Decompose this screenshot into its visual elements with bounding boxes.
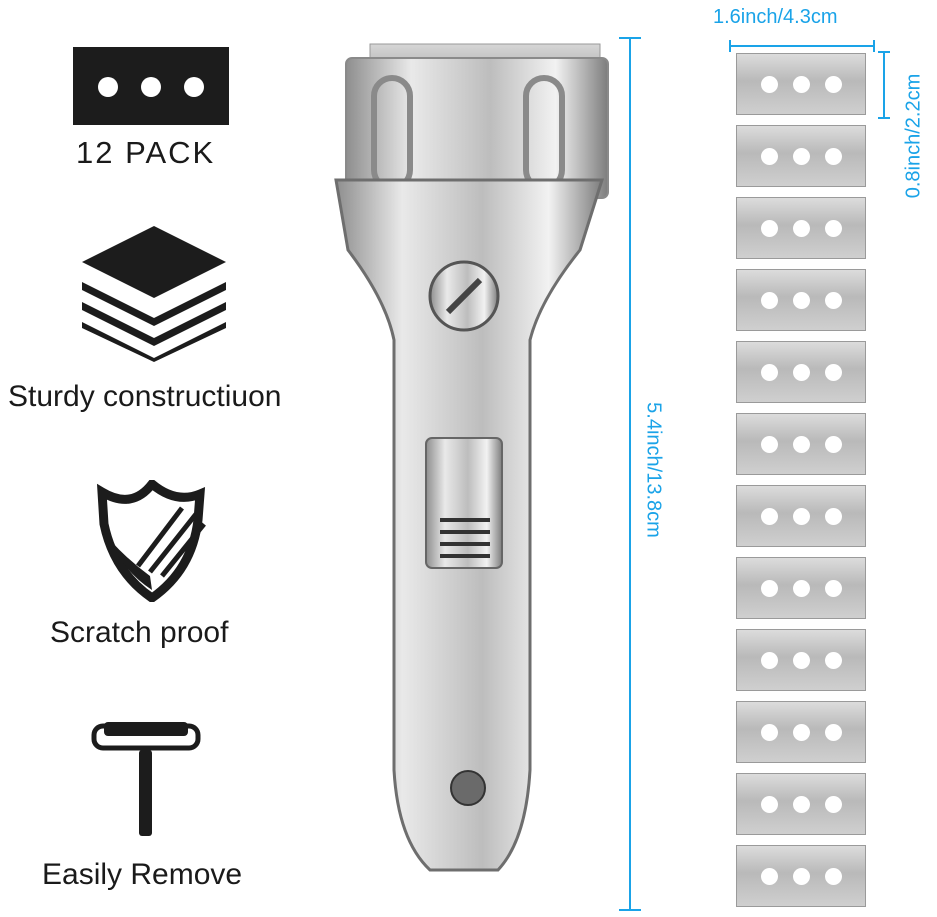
blade-hole <box>825 364 842 381</box>
blade-hole <box>793 580 810 597</box>
scraper-length-label: 5.4inch/13.8cm <box>642 402 665 538</box>
blade-width-label: 1.6inch/4.3cm <box>713 6 838 28</box>
blade-hole <box>793 724 810 741</box>
blade-hole <box>761 508 778 525</box>
blade <box>736 53 866 115</box>
blade <box>736 845 866 907</box>
blade-hole <box>793 292 810 309</box>
blade-width-dimension-line <box>729 40 875 52</box>
blade-hole <box>761 652 778 669</box>
blade <box>736 701 866 763</box>
blade-height-dimension-line <box>878 51 890 119</box>
blade <box>736 413 866 475</box>
blade <box>736 341 866 403</box>
blade-hole <box>793 220 810 237</box>
blade-hole <box>793 796 810 813</box>
scraper-image <box>334 43 609 872</box>
blade-hole <box>761 580 778 597</box>
blade-hole <box>761 796 778 813</box>
blade-hole <box>761 220 778 237</box>
blade-hole <box>761 436 778 453</box>
blade-pack-icon <box>73 47 229 125</box>
blade-hole <box>825 292 842 309</box>
easily-remove-label: Easily Remove <box>42 858 243 891</box>
blade <box>736 629 866 691</box>
blade <box>736 485 866 547</box>
blade-hole <box>825 148 842 165</box>
blade-hole <box>825 436 842 453</box>
blade-hole <box>761 148 778 165</box>
blade-height-label: 0.8inch/2.2cm <box>902 73 925 199</box>
blade-hole <box>761 364 778 381</box>
blade-hole <box>793 652 810 669</box>
length-dimension-line <box>619 37 641 911</box>
blade-hole <box>793 364 810 381</box>
blade <box>736 197 866 259</box>
blade-hole <box>825 652 842 669</box>
scratch-shield-icon <box>96 480 206 602</box>
pack-count-label: 12 PACK <box>76 135 216 170</box>
blade-hole <box>825 508 842 525</box>
blade <box>736 773 866 835</box>
blade-hole <box>793 508 810 525</box>
blade-hole <box>793 76 810 93</box>
blade-hole <box>761 292 778 309</box>
blade-hole <box>825 796 842 813</box>
blade <box>736 269 866 331</box>
blade-hole <box>793 436 810 453</box>
blade-hole <box>761 724 778 741</box>
scraper-tool-icon <box>91 722 201 836</box>
blade-hole <box>825 220 842 237</box>
stacked-layers-icon <box>82 226 226 362</box>
blade-hole <box>761 868 778 885</box>
blade-hole <box>761 76 778 93</box>
blade-hole <box>793 868 810 885</box>
blade-hole <box>825 724 842 741</box>
sturdy-construction-label: Sturdy constructiuon <box>8 380 282 413</box>
blade-hole <box>825 580 842 597</box>
scratch-proof-label: Scratch proof <box>50 616 229 649</box>
blade <box>736 125 866 187</box>
blade <box>736 557 866 619</box>
blade-hole <box>793 148 810 165</box>
blade-hole <box>825 868 842 885</box>
blade-hole <box>825 76 842 93</box>
